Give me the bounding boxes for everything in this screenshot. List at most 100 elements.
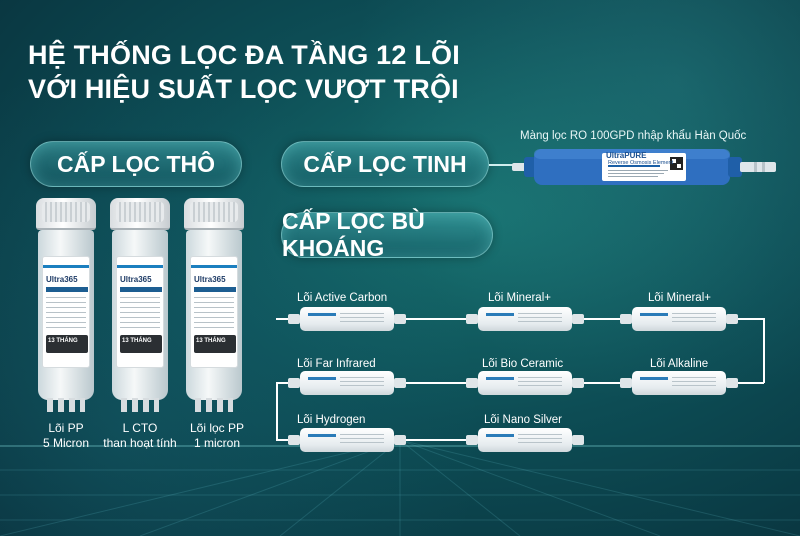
housing-cap [184,198,244,230]
cartridge-label-active-carbon: Lõi Active Carbon [297,292,388,304]
cartridge-tube [478,307,572,331]
cartridge-nano-silver [466,427,584,453]
housing-label-card: Ultra365 13 THÁNG [116,256,164,368]
housing-pp-1-micron: Ultra365 13 THÁNG [181,198,247,413]
pipe-row1-left-stub [276,318,288,320]
duration-text: 13 THÁNG [48,338,78,344]
pipe-left-vertical [276,382,278,440]
housing-brand: Ultra365 [120,275,152,284]
pipe-row1-b [582,318,624,320]
cartridge-end-left [466,435,478,445]
housing-name-line2: 5 Micron [42,436,89,450]
pipe-row3-left-turn [276,439,288,441]
housing-cap [36,198,96,230]
duration-text: 13 THÁNG [196,338,226,344]
cartridge-far-infrared [288,370,406,396]
stage-coarse-pill: CẤP LỌC THÔ [30,141,242,187]
duration-text: 13 THÁNG [122,338,152,344]
cartridge-label-hydrogen: Lõi Hydrogen [297,414,366,426]
headline-line-2: VỚI HIỆU SUẤT LỌC VƯỢT TRỘI [28,74,459,104]
pipe-row1-right-turn [736,318,764,320]
cartridge-mineral-1 [466,306,584,332]
housing-name-line1: Lõi PP [48,421,84,435]
housing-feet [47,398,85,412]
cartridge-tube [300,307,394,331]
label-lines [46,297,86,331]
brand-bar [43,265,89,268]
stage-fine-pill: CẤP LỌC TINH [281,141,489,187]
cartridge-tube [300,428,394,452]
cartridge-end-left [288,378,300,388]
ro-brand-text: UltraPURE [606,151,647,160]
cartridge-end-left [620,378,632,388]
housing-brand: Ultra365 [194,275,226,284]
cartridge-label-far-infrared: Lõi Far Infrared [297,358,376,370]
cartridge-end-right [572,378,584,388]
housing-name-line1: L CTO [122,421,158,435]
label-sub-bar [194,287,236,292]
housing-label-card: Ultra365 13 THÁNG [190,256,238,368]
headline: HỆ THỐNG LỌC ĐA TẦNG 12 LÕI VỚI HIỆU SUẤ… [28,38,548,106]
label-lines [120,297,160,331]
brand-bar [117,265,163,268]
cartridge-end-left [620,314,632,324]
cartridge-end-right [726,378,738,388]
cartridge-tube [632,371,726,395]
cartridge-tube [632,307,726,331]
pipe-row2-right-turn [736,382,764,384]
housing-label-cto: L CTO than hoạt tính [98,421,182,451]
fine-to-ro-connector [489,164,515,166]
housing-brand: Ultra365 [46,275,78,284]
housing-cap [110,198,170,230]
housing-label-card: Ultra365 13 THÁNG [42,256,90,368]
housing-pp-5-micron: Ultra365 13 THÁNG [33,198,99,413]
cartridge-end-right [394,314,406,324]
cartridge-tube [478,371,572,395]
cartridge-label-mineral-2: Lõi Mineral+ [648,292,711,304]
housing-label-pp-5: Lõi PP 5 Micron [26,421,106,451]
cartridge-end-left [466,314,478,324]
pipe-row2-a [582,382,624,384]
cartridge-mineral-2 [620,306,738,332]
duration-tag: 13 THÁNG [120,335,162,353]
cartridge-end-right [394,378,406,388]
cartridge-tube [300,371,394,395]
pipe-row2-left-turn [276,382,288,384]
label-sub-bar [46,287,88,292]
cartridge-label-mineral-1: Lõi Mineral+ [488,292,551,304]
duration-tag: 13 THÁNG [46,335,88,353]
cartridge-end-left [288,314,300,324]
housing-feet [121,398,159,412]
label-lines [194,297,234,331]
brand-bar [191,265,237,268]
housing-name-line2: 1 micron [193,436,240,450]
pipe-row2-b [405,382,469,384]
housing-name-line2: than hoạt tính [103,436,177,450]
cartridge-end-right [572,435,584,445]
housing-label-pp-1: Lõi lọc PP 1 micron [180,421,254,451]
cartridge-label-nano-silver: Lõi Nano Silver [484,414,562,426]
housing-cto-carbon: Ultra365 13 THÁNG [107,198,173,413]
cartridge-bio-ceramic [466,370,584,396]
cartridge-end-left [288,435,300,445]
cartridge-tube [478,428,572,452]
cartridge-hydrogen [288,427,406,453]
cartridge-end-right [394,435,406,445]
cartridge-end-right [572,314,584,324]
cartridge-label-bio-ceramic: Lõi Bio Ceramic [482,358,564,370]
label-sub-bar [120,287,162,292]
pipe-row3-a [405,439,469,441]
stage-mineral-pill: CẤP LỌC BÙ KHOÁNG [281,208,493,261]
cartridge-end-left [466,378,478,388]
pipe-right-vertical [763,318,765,383]
cartridge-alkaline [620,370,738,396]
pipe-row1-a [405,318,469,320]
cartridge-active-carbon [288,306,406,332]
duration-tag: 13 THÁNG [194,335,236,353]
cartridge-end-right [726,314,738,324]
ro-membrane-image [512,149,776,185]
housing-name-line1: Lõi lọc PP [189,421,245,435]
housing-feet [195,398,233,412]
ro-subtitle-text: Reverse Osmosis Element [608,160,674,166]
